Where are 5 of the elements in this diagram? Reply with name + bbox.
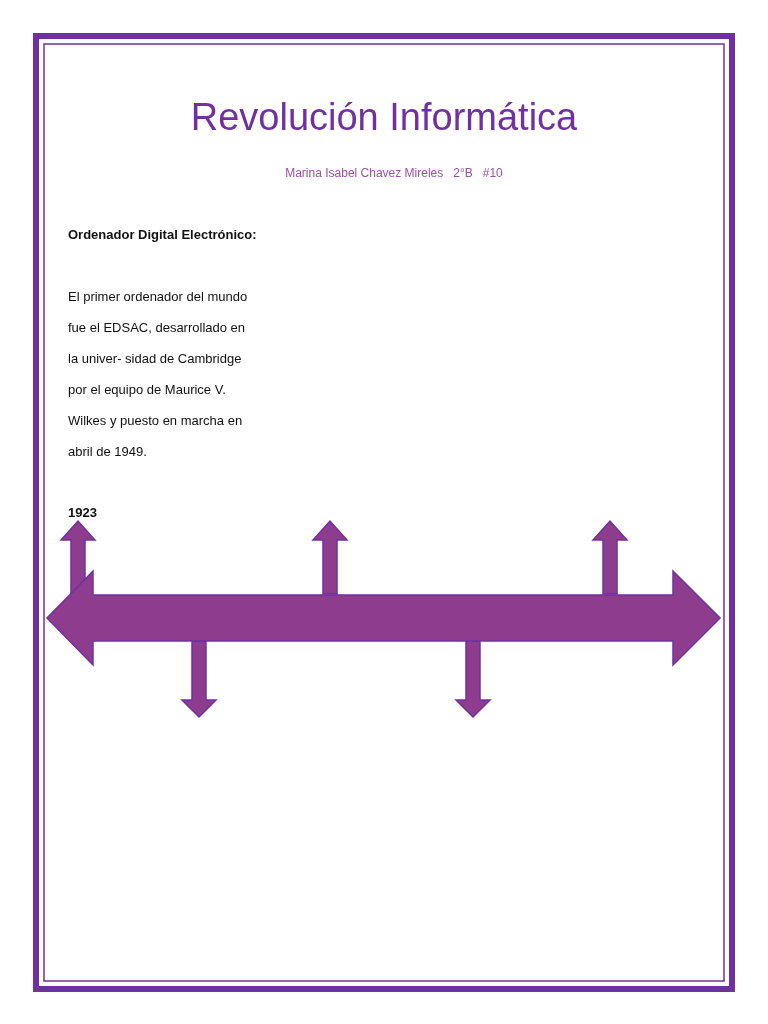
year-label: 1923 xyxy=(68,504,98,522)
page-title: Revolución Informática xyxy=(189,96,579,139)
paragraph: El primer ordenador del mundo fue el EDSAC, desarrollado en la univer- sidad de Cambridge por el equipo de Maurice V. Wilkes y puesto en marcha en abril de 1949. xyxy=(68,288,249,461)
author-line: Marina Isabel Chavez Mireles 2°B #10 xyxy=(284,166,504,180)
section-heading: Ordenador Digital Electrónico: xyxy=(68,226,258,244)
